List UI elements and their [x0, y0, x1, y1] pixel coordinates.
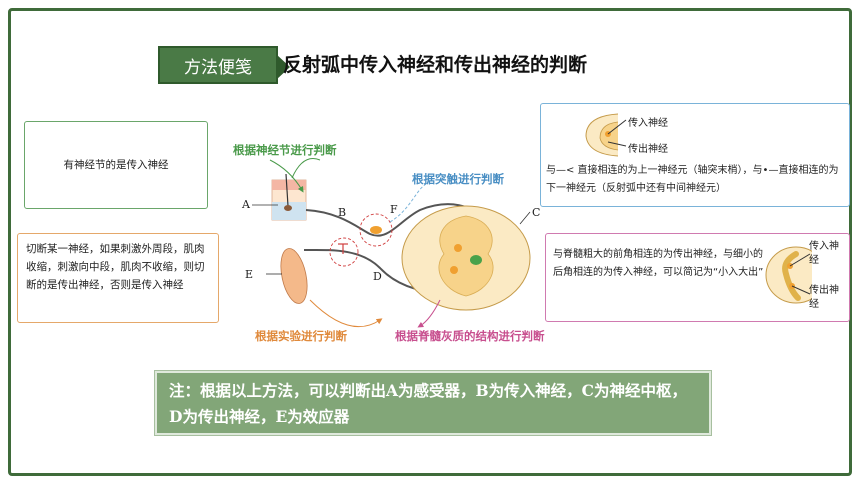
method-badge: 方法便笺 [158, 46, 290, 84]
letter-A: A [242, 198, 250, 211]
conclusion-note-text: 注：根据以上方法，可以判断出A为感受器，B为传入神经，C为神经中枢，D为传出神经… [169, 381, 687, 426]
ganglion-rule-text: 有神经节的是传入神经 [63, 159, 169, 171]
label-by-ganglion: 根据神经节进行判断 [233, 143, 337, 157]
synapse-rule-box [540, 103, 850, 207]
method-badge-label: 方法便笺 [184, 57, 252, 78]
receptor-skin [271, 173, 307, 221]
synapse-mini-diagram [585, 113, 627, 157]
cut-circle [329, 237, 359, 267]
synapse-rule-text: 与—< 直接相连的为上一神经元（轴突末梢），与•—直接相连的为下一神经元（反射弧… [546, 165, 839, 194]
letter-E: E [245, 268, 254, 281]
letter-D: D [373, 270, 382, 283]
synapse-out-label: 传出神经 [628, 144, 668, 155]
cut-rule-text: 切断某一神经，如果刺激外周段，肌肉收缩，刺激向中段，肌肉不收缩，则切断的是传出神… [26, 243, 205, 291]
label-by-experiment: 根据实验进行判断 [255, 329, 347, 343]
spinal-cord [401, 205, 531, 311]
ganglion-circle [359, 213, 393, 247]
letter-C: C [532, 206, 541, 219]
letter-B: B [338, 206, 347, 219]
synapse-in-label: 传入神经 [628, 118, 668, 129]
cut-rule-box: 切断某一神经，如果刺激外周段，肌肉收缩，刺激向中段，肌肉不收缩，则切断的是传出神… [17, 233, 219, 323]
horn-in-label: 传入神经 [809, 241, 839, 266]
label-by-synapse: 根据突触进行判断 [412, 172, 504, 186]
arrow-green [291, 158, 321, 179]
label-by-grey-matter: 根据脊髓灰质的结构进行判断 [395, 329, 545, 343]
letter-F: F [390, 203, 398, 216]
conclusion-note: 注：根据以上方法，可以判断出A为感受器，B为传入神经，C为神经中枢，D为传出神经… [155, 371, 711, 435]
ganglion-rule-box: 有神经节的是传入神经 [24, 121, 208, 209]
effector-muscle [280, 248, 308, 304]
horn-mini-diagram [765, 246, 812, 304]
afferent-nerve [305, 203, 493, 237]
horn-out-label: 传出神经 [809, 285, 839, 310]
slide-title: 反射弧中传入神经和传出神经的判断 [283, 54, 588, 76]
reflex-arc-diagram [252, 158, 531, 328]
horn-rule-text: 与脊髓粗大的前角相连的为传出神经，与细小的后角相连的为传入神经，可以简记为“小入… [553, 249, 764, 278]
